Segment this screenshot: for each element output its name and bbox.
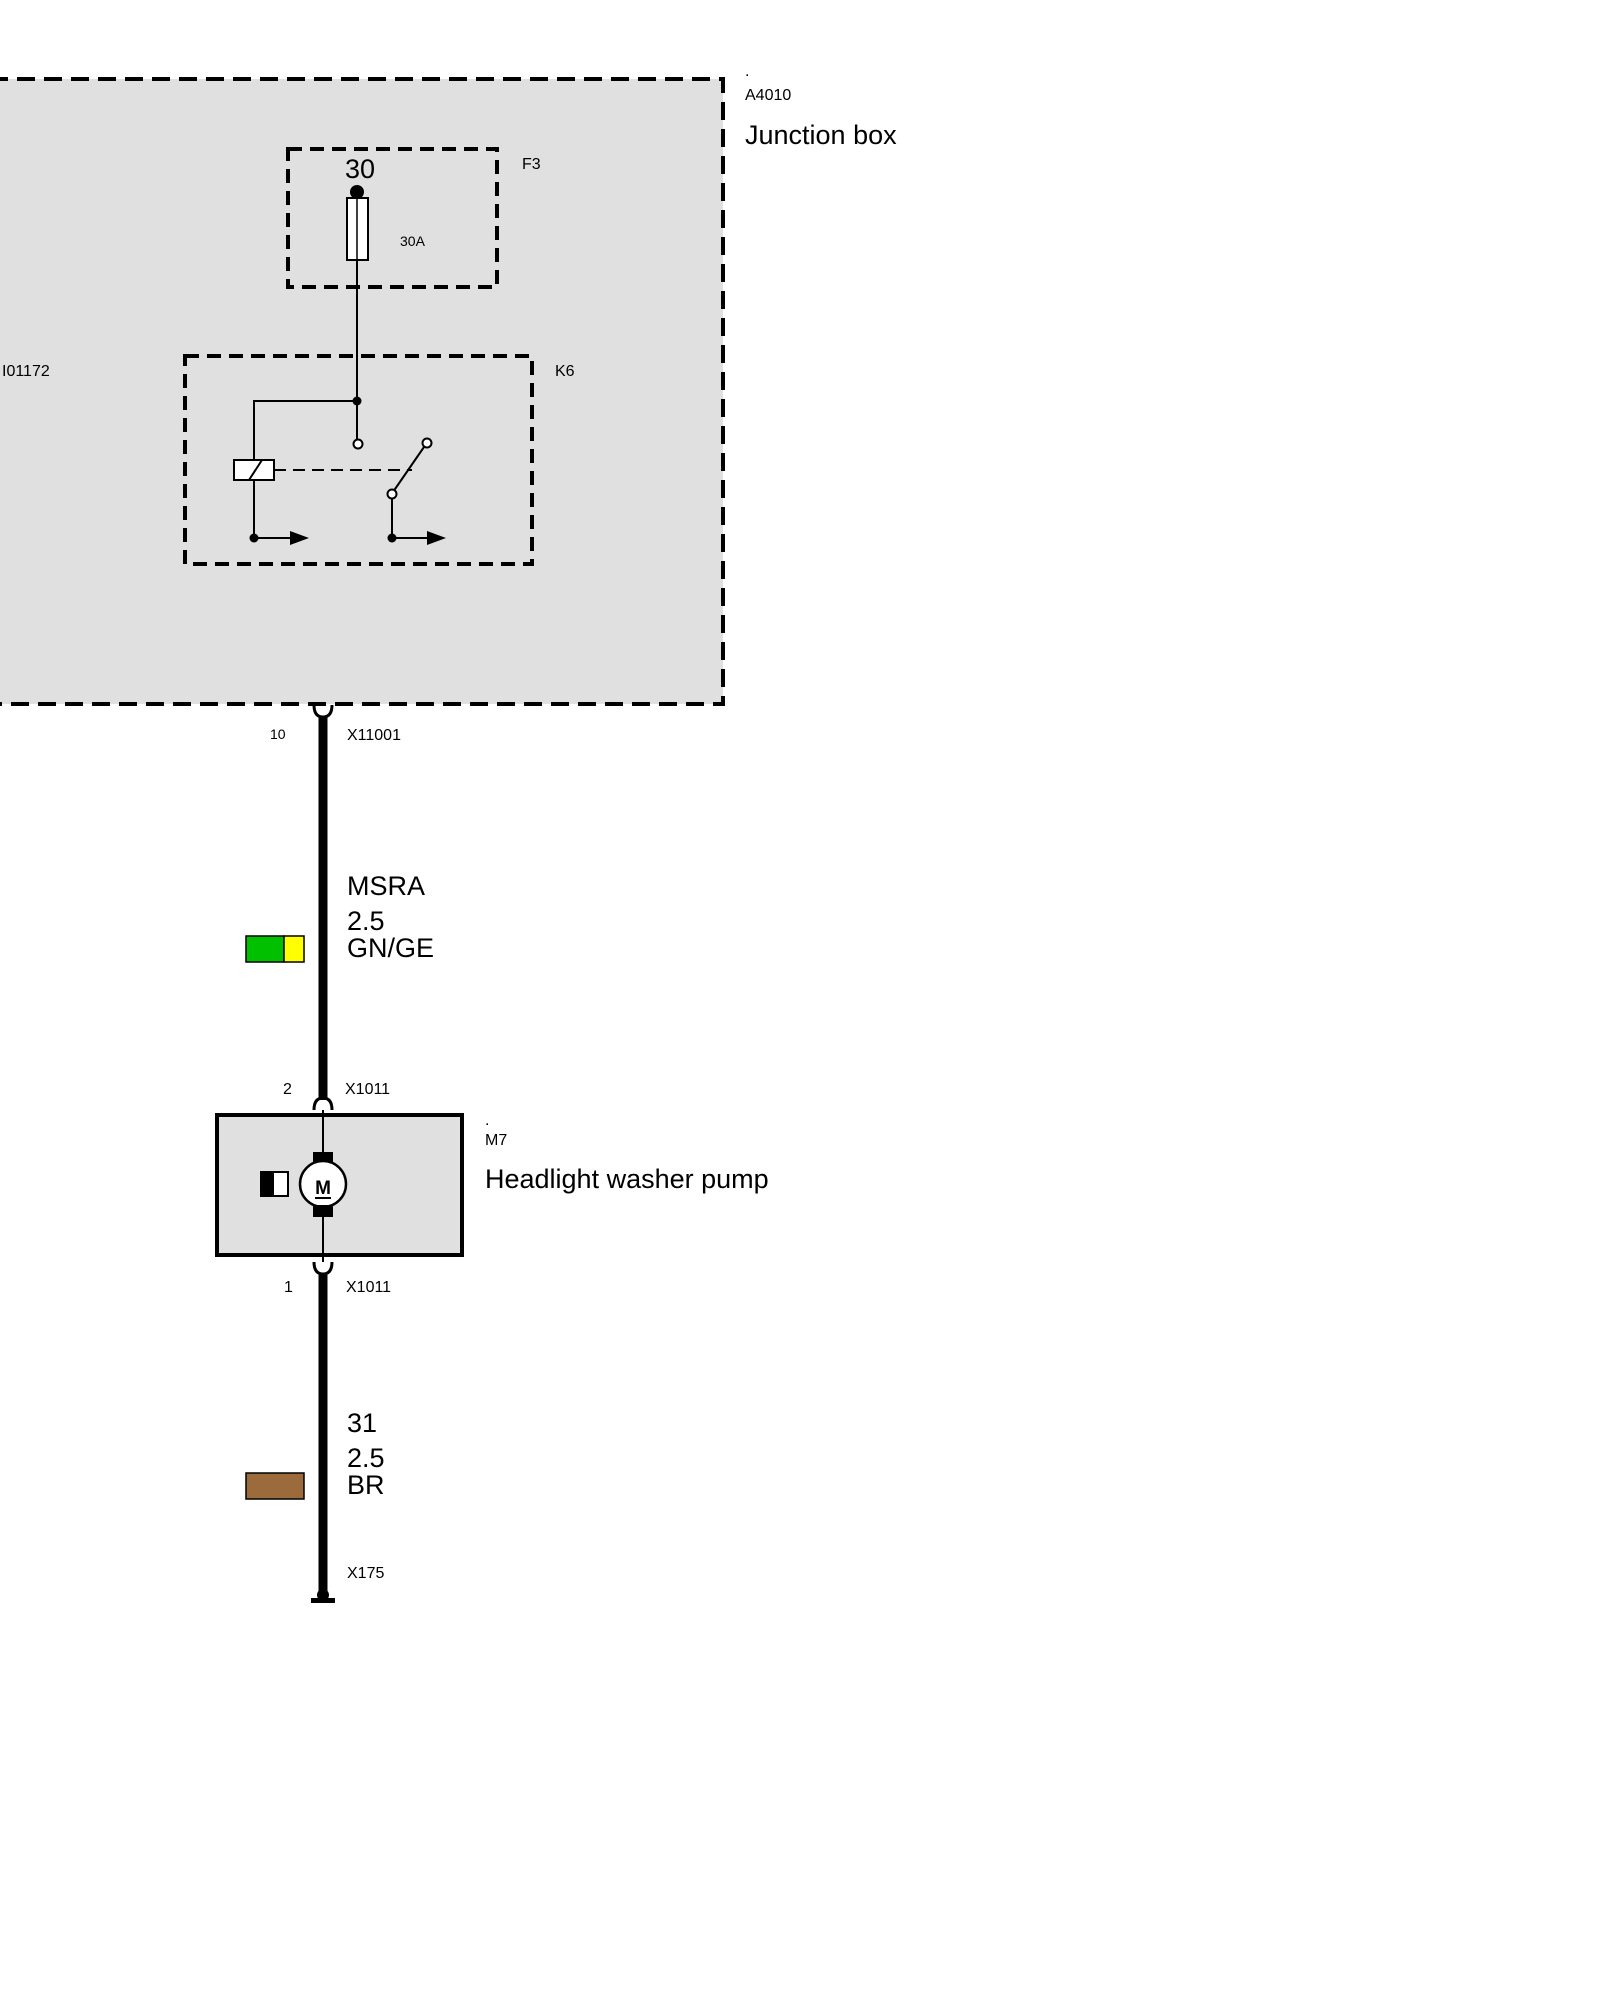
fuse-rating: 30A [400, 233, 426, 249]
relay-ref: K6 [555, 363, 575, 380]
wire-msra-color-code: GN/GE [347, 933, 434, 963]
connector-x11001-symbol [312, 704, 334, 719]
connector-x1011-in-symbol [312, 1096, 334, 1111]
connector-x1011-out: 1 X1011 [284, 1261, 391, 1296]
relay-k6: K6 [183, 354, 575, 566]
pump-terminal-bottom [313, 1205, 333, 1217]
wire-31-size: 2.5 [347, 1443, 385, 1473]
relay-coil [233, 459, 275, 481]
connector-x1011-in: 2 X1011 [283, 1081, 390, 1111]
connector-x1011-out-ref: X1011 [346, 1279, 391, 1296]
relay-coil-slash [248, 459, 263, 481]
ground-icon [311, 1598, 335, 1603]
junction-box-name: Junction box [745, 120, 897, 150]
connector-x1011-out-pin: 1 [284, 1279, 293, 1296]
relay-coil-feed-wire [253, 400, 357, 460]
wire-msra-size: 2.5 [347, 906, 385, 936]
wire-msra-signal: MSRA [347, 871, 425, 901]
relay-coil-output-arrow [290, 531, 309, 545]
fuse-housing-outline [286, 147, 499, 289]
pump-dot: . [485, 1112, 489, 1129]
connector-x1011-in-ref: X1011 [345, 1081, 390, 1098]
relay-housing-outline [183, 354, 534, 566]
ground-x175: X175 [311, 1565, 384, 1603]
fuse-f3: 30 30A F3 [286, 147, 541, 289]
wire-31-signal: 31 [347, 1408, 377, 1438]
fuse-ref: F3 [522, 156, 541, 173]
pump-ref: M7 [485, 1132, 507, 1149]
connector-x11001-ref: X11001 [347, 727, 401, 744]
junction-box-outline [0, 77, 725, 706]
relay-switch-output-arrow [427, 531, 446, 545]
junction-box-ref: A4010 [745, 87, 791, 104]
wire-31-color-code: BR [347, 1470, 385, 1500]
junction-box-dot: . [745, 63, 749, 80]
pump-name: Headlight washer pump [485, 1164, 769, 1194]
relay-switch-contact-top [421, 437, 433, 449]
headlight-washer-pump: M . M7 Headlight washer pump [215, 1110, 769, 1262]
connector-x11001-pin: 10 [270, 726, 286, 742]
fuse-terminal-label: 30 [345, 154, 375, 184]
wire-msra-color-yellow [283, 935, 305, 963]
connector-x1011-out-symbol [312, 1261, 334, 1276]
junction-box: . A4010 Junction box [0, 63, 897, 706]
wire-31-color-brown [245, 1472, 305, 1500]
fuse-terminal-dot [350, 185, 364, 199]
ground-ref: X175 [347, 1565, 384, 1582]
relay-switch-blade [392, 446, 425, 493]
relay-fixed-contact [352, 438, 364, 450]
pump-symbol-box-fill-icon [261, 1172, 274, 1196]
connector-x1011-in-pin: 2 [283, 1081, 292, 1098]
wire-msra-color-green [245, 935, 285, 963]
connector-x11001: 10 X11001 [270, 704, 401, 744]
motor-letter: M [315, 1178, 331, 1199]
wire-msra: MSRA 2.5 GN/GE [245, 717, 434, 1100]
side-reference-label: I01172 [2, 363, 50, 380]
relay-switch-pivot [386, 488, 398, 500]
wire-31: 31 2.5 BR [245, 1274, 385, 1592]
